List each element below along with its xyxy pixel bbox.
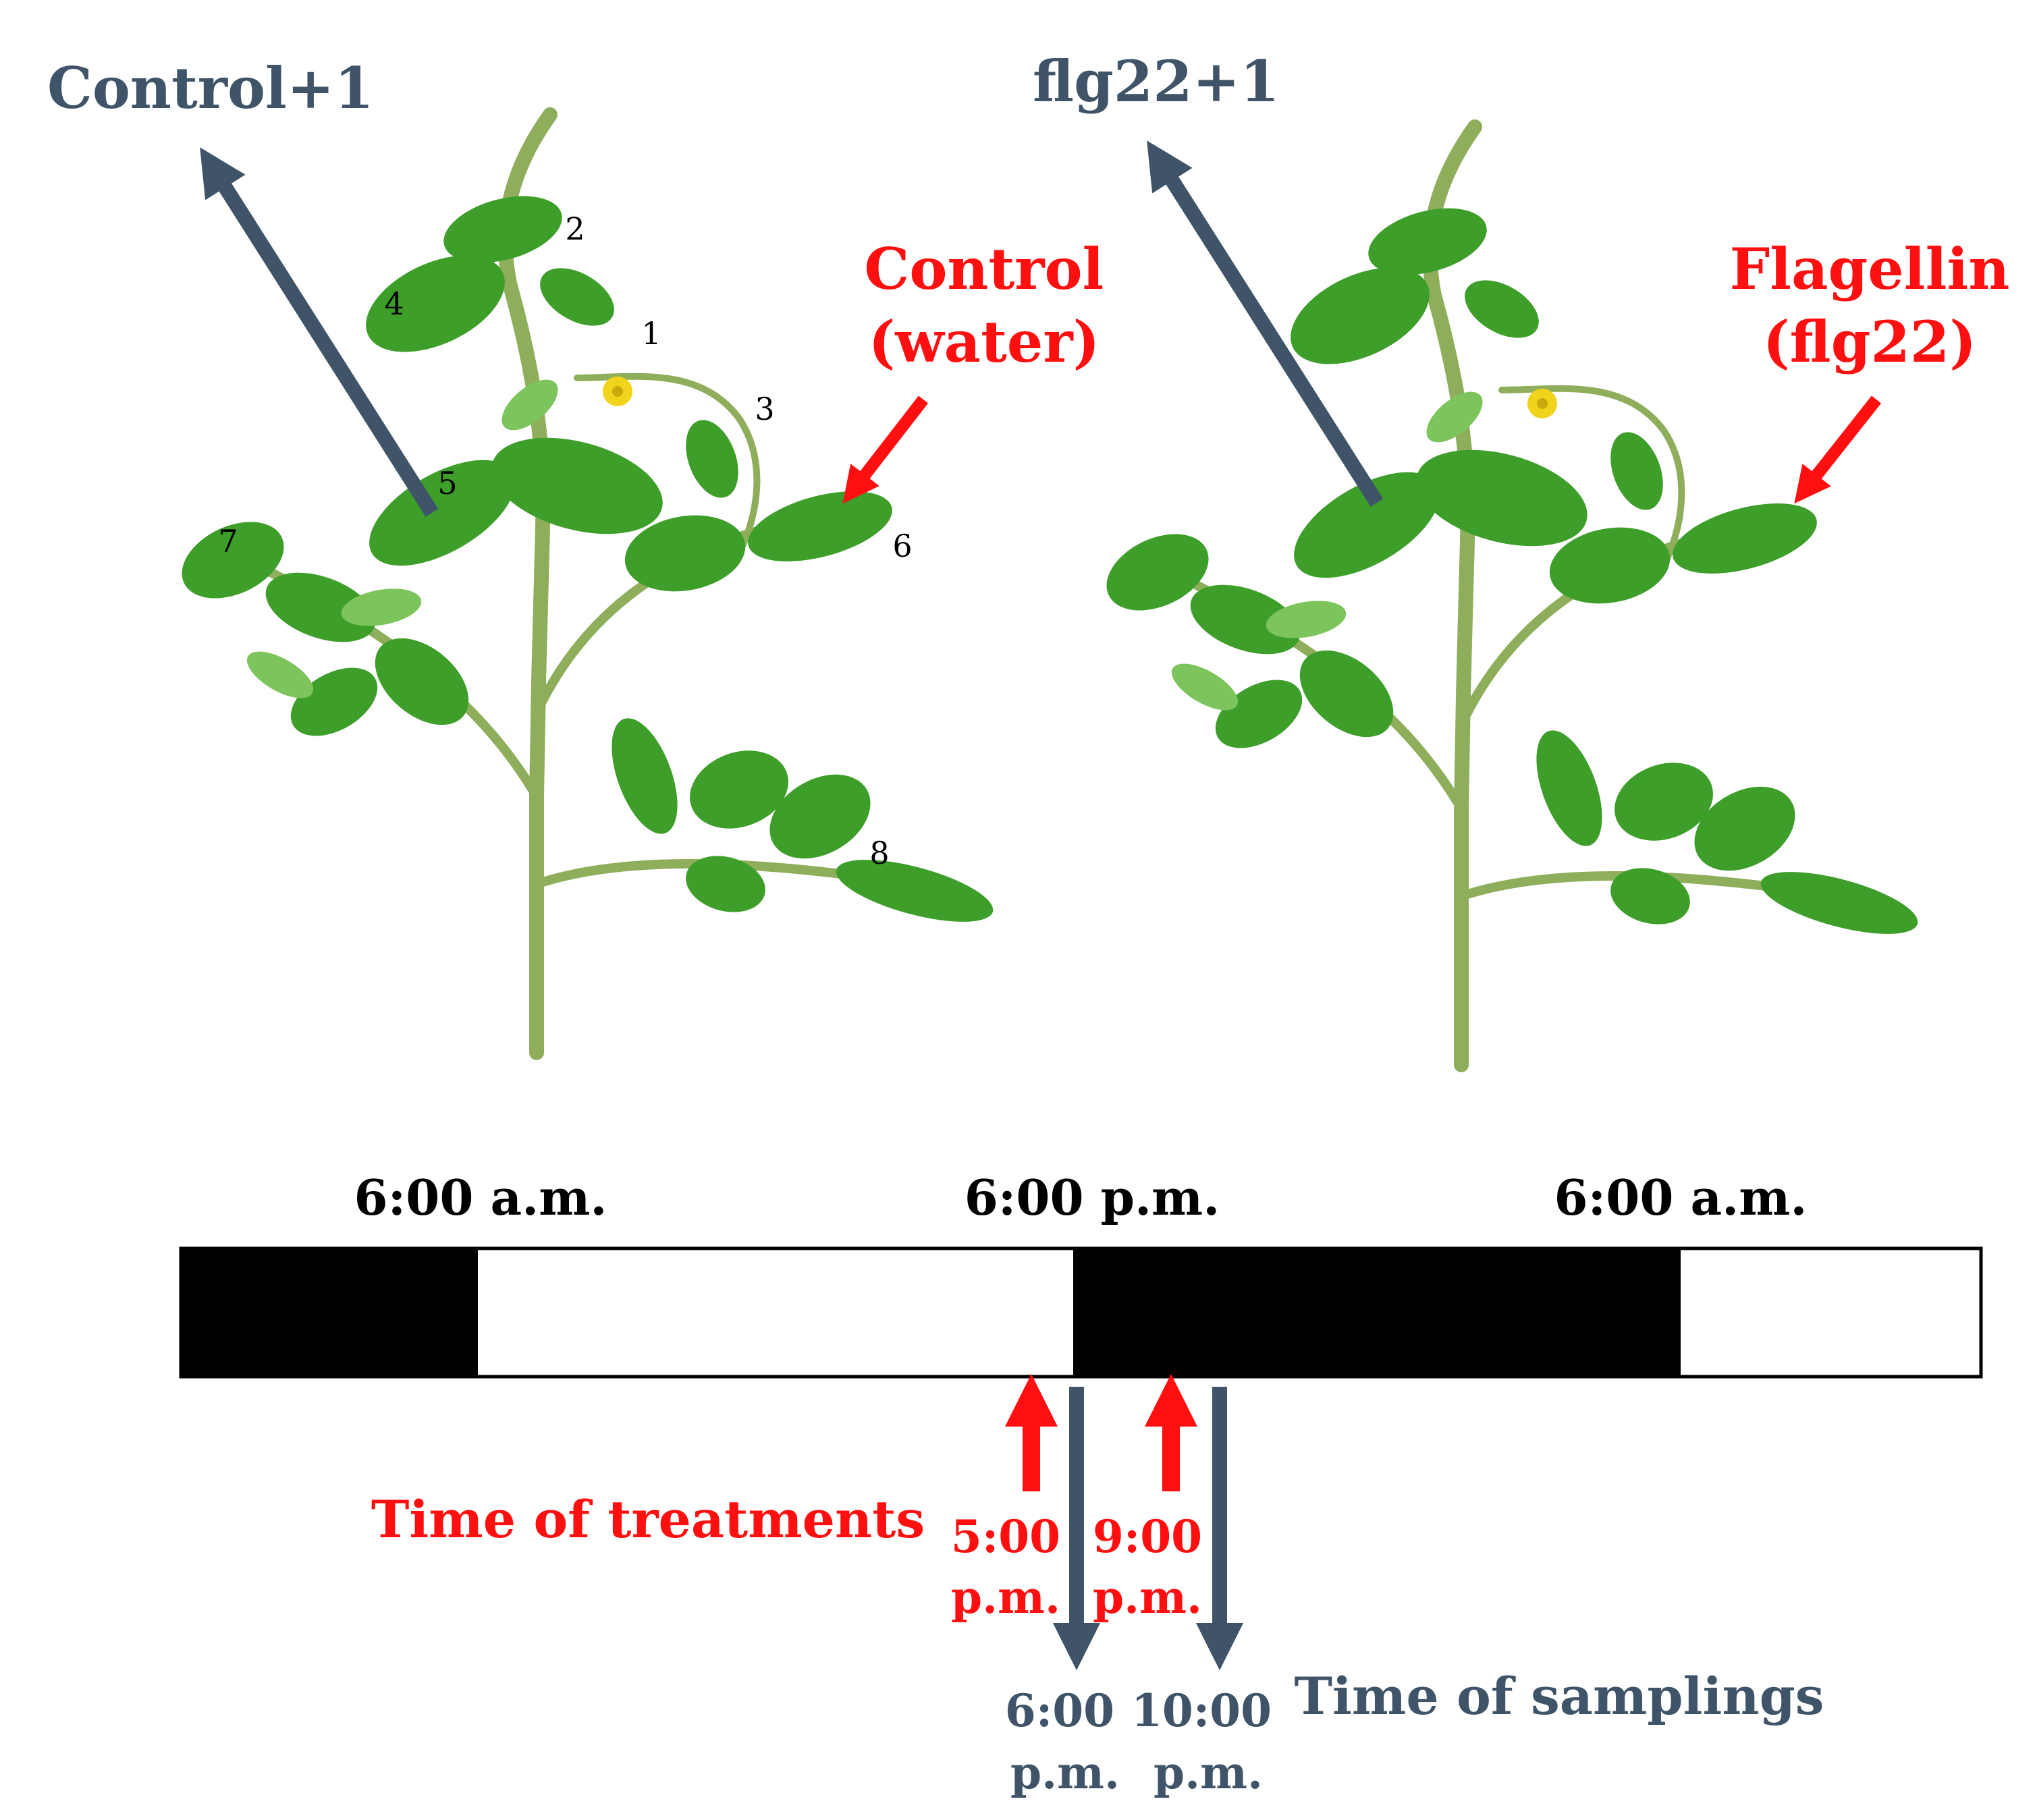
- treatment-time-2: 9:00: [1093, 1510, 1202, 1563]
- right-treatment-label-line1: Flagellin: [1730, 236, 2010, 302]
- phase-light-1: [478, 1248, 1073, 1377]
- leaf-number-6: 6: [892, 528, 912, 564]
- phase-light-2: [1681, 1248, 1981, 1377]
- right-sample-label: flg22+1: [1033, 48, 1280, 115]
- leaf-number-2: 2: [565, 211, 585, 247]
- leaf-number-8: 8: [869, 835, 889, 871]
- treatment-period-1: p.m.: [951, 1571, 1060, 1624]
- left-treatment-label-line1: Control: [865, 236, 1104, 302]
- treatment-time-1: 5:00: [951, 1510, 1060, 1563]
- leaf-number-1: 1: [641, 315, 661, 352]
- photoperiod-bar: [179, 1246, 1983, 1379]
- sampling-time-1: 6:00: [1005, 1684, 1114, 1737]
- left-treatment-arrow: [842, 395, 929, 504]
- sampling-period-2: p.m.: [1154, 1746, 1263, 1799]
- phase-dark-2: [1073, 1248, 1681, 1377]
- time-label-1: 6:00 p.m.: [965, 1169, 1220, 1226]
- sampling-time-2: 10:00: [1131, 1684, 1272, 1737]
- leaf-number-3: 3: [755, 391, 774, 427]
- left-sample-label: Control+1: [47, 55, 374, 121]
- samplings-label: Time of samplings: [1294, 1666, 1824, 1726]
- right-treatment-arrow: [1794, 395, 1882, 504]
- right-sample-arrow: [1147, 140, 1384, 507]
- leaf-number-5: 5: [437, 465, 457, 501]
- right-treatment-label-line2: (flg22): [1763, 308, 1976, 375]
- time-label-0: 6:00 a.m.: [354, 1169, 607, 1226]
- leaf-number-7: 7: [218, 523, 238, 559]
- treatments-label: Time of treatments: [371, 1489, 925, 1549]
- left-sample-arrow: [200, 147, 439, 517]
- left-treatment-label-line2: (water): [869, 308, 1100, 375]
- treatment-period-2: p.m.: [1093, 1571, 1202, 1624]
- phase-dark-1: [181, 1248, 478, 1377]
- leaf-number-4: 4: [384, 285, 404, 322]
- time-label-2: 6:00 a.m.: [1554, 1169, 1808, 1226]
- photoperiod-bar-outline: [179, 1246, 1983, 1379]
- sampling-period-1: p.m.: [1010, 1746, 1120, 1799]
